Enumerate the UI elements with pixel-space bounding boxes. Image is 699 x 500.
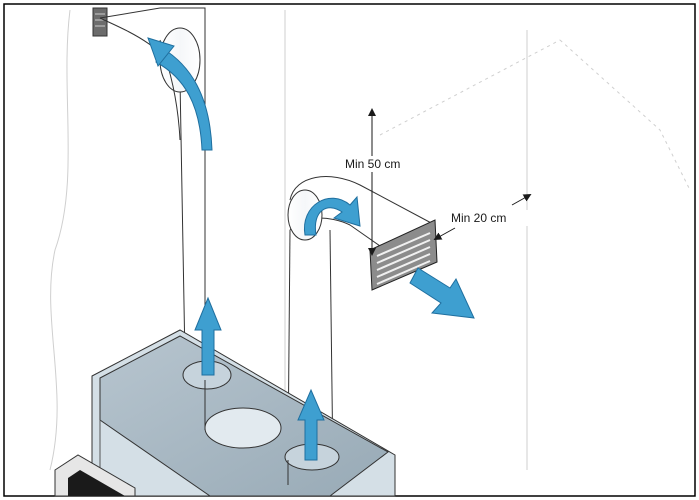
min-distance-label: Min 20 cm: [451, 211, 506, 225]
up-arrow-icon: [297, 388, 325, 461]
firebox-front: [54, 454, 136, 497]
curved-arrow-icon: [304, 195, 361, 236]
curved-arrow-icon: [147, 37, 213, 151]
upper-grille-icon: [92, 7, 108, 37]
min-height-label: Min 50 cm: [345, 157, 400, 171]
dimension-min-50: Min 50 cm: [344, 108, 404, 256]
outlet-arrow-icon: [409, 267, 475, 319]
grille-icon: [369, 219, 438, 291]
dimension-min-20: Min 20 cm: [433, 194, 532, 240]
up-arrow-icon: [194, 296, 222, 376]
